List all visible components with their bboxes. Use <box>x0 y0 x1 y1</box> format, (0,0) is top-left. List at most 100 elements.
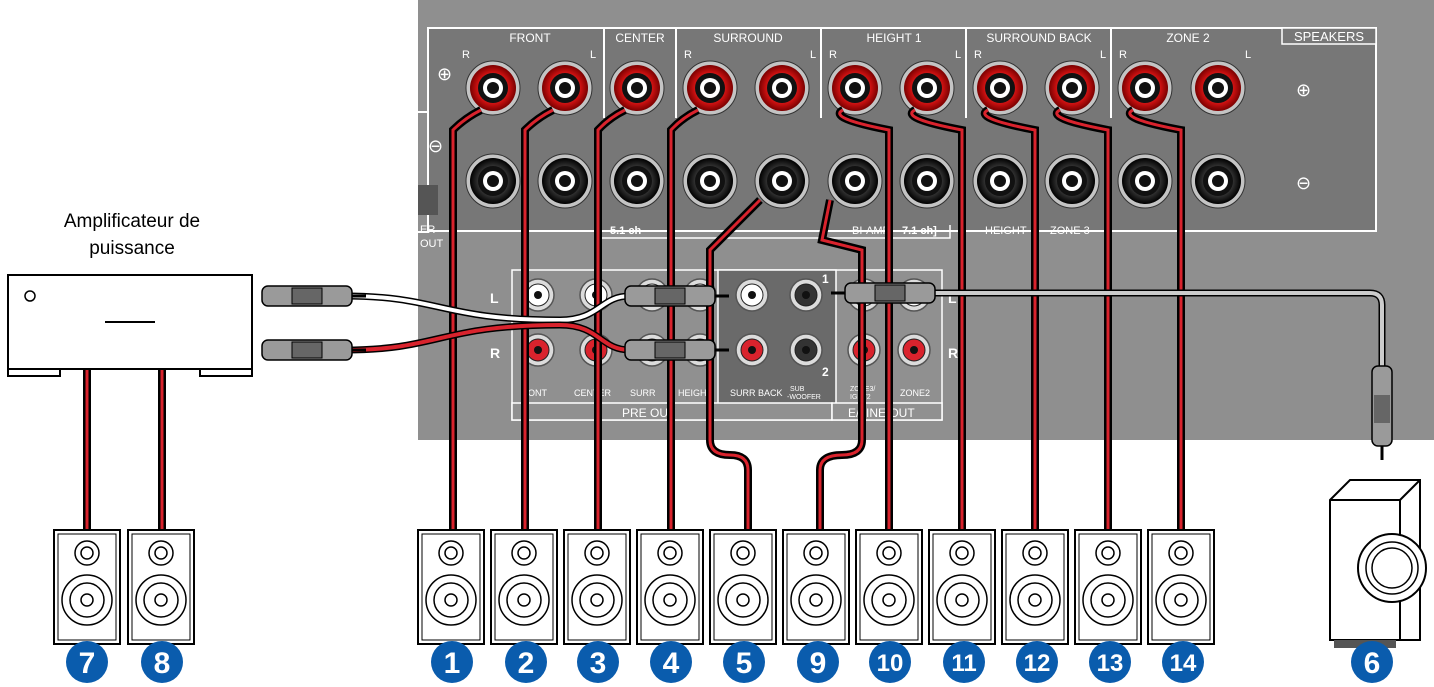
amplifier-label-1: Amplificateur de <box>64 211 200 232</box>
cable-surround-back-r <box>706 197 763 530</box>
speaker-7 <box>782 529 850 645</box>
badge-9: 9 <box>797 641 839 683</box>
rca-jack-4-1[interactable] <box>735 333 769 367</box>
label-front-l: L <box>590 49 596 61</box>
terminal-plus-9[interactable] <box>1117 60 1173 116</box>
rca-cables <box>344 289 1386 368</box>
rca-plug-subwoofer <box>1371 365 1393 460</box>
badge-label-8: 8 <box>154 647 171 680</box>
terminal-minus-2[interactable] <box>609 153 665 209</box>
rca-jack-5-1[interactable] <box>789 333 823 367</box>
amplifier-label-2: puissance <box>89 238 175 259</box>
speaker-5 <box>636 529 704 645</box>
terminal-plus-3[interactable] <box>682 60 738 116</box>
plus-icon-right: ⊕ <box>1296 80 1311 100</box>
badge-label-1: 1 <box>444 647 461 680</box>
speaker-12 <box>1147 529 1215 645</box>
cable-4 <box>835 106 893 530</box>
badge-11: 11 <box>943 641 985 683</box>
group-front: FRONT <box>509 31 551 45</box>
terminal-minus-9[interactable] <box>1117 153 1173 209</box>
badge-7: 7 <box>66 641 108 683</box>
badge-label-4: 4 <box>663 647 680 680</box>
terminal-minus-0[interactable] <box>465 153 521 209</box>
label-51ch: 5.1 ch <box>610 225 641 237</box>
terminal-plus-8[interactable] <box>1044 60 1100 116</box>
badge-2: 2 <box>505 641 547 683</box>
rca-plug-in-r <box>624 339 729 361</box>
speaker-3 <box>490 529 558 645</box>
rca-jack-0-0[interactable] <box>521 278 555 312</box>
badge-label-10: 10 <box>877 650 904 677</box>
rca-plug-in-l <box>624 285 729 307</box>
terminal-plus-5[interactable] <box>827 60 883 116</box>
minus-icon: ⊖ <box>428 136 443 156</box>
badge-10: 10 <box>869 641 911 683</box>
badge-label-14: 14 <box>1170 650 1197 677</box>
side-label-er: ER <box>420 224 435 236</box>
rca-jack-7-1[interactable] <box>897 333 931 367</box>
terminal-minus-6[interactable] <box>899 153 955 209</box>
terminal-minus-5[interactable] <box>827 153 883 209</box>
terminal-plus-6[interactable] <box>899 60 955 116</box>
speaker-1 <box>127 529 195 645</box>
rca-row-l: L <box>490 290 499 306</box>
side-label-out: OUT <box>420 238 444 250</box>
terminal-plus-10[interactable] <box>1190 60 1246 116</box>
terminal-plus-1[interactable] <box>537 60 593 116</box>
label-zone2-l: L <box>1245 49 1251 61</box>
terminal-minus-4[interactable] <box>754 153 810 209</box>
rca-jack-0-1[interactable] <box>521 333 555 367</box>
label-surrback-l: L <box>1100 49 1106 61</box>
rca-group-pre: PRE OUT <box>622 406 676 420</box>
terminal-plus-4[interactable] <box>754 60 810 116</box>
badge-14: 14 <box>1162 641 1204 683</box>
group-surround: SURROUND <box>713 31 783 45</box>
rca-label-front: ONT <box>528 388 548 398</box>
rca-jack-5-0[interactable] <box>789 278 823 312</box>
speaker-4 <box>563 529 631 645</box>
rca-jack-4-0[interactable] <box>735 278 769 312</box>
rca-plug-sub <box>831 282 936 304</box>
terminal-plus-7[interactable] <box>972 60 1028 116</box>
label-zone3: ZONE 3 <box>1050 225 1090 237</box>
terminal-plus-0[interactable] <box>465 60 521 116</box>
terminal-minus-1[interactable] <box>537 153 593 209</box>
badge-5: 5 <box>723 641 765 683</box>
speaker-11 <box>1074 529 1142 645</box>
speaker-0 <box>53 529 121 645</box>
speaker-cables <box>83 106 1185 530</box>
label-height1-r: R <box>829 49 837 61</box>
cable-2 <box>594 106 627 530</box>
badge-4: 4 <box>650 641 692 683</box>
badge-label-13: 13 <box>1097 650 1124 677</box>
terminal-minus-3[interactable] <box>682 153 738 209</box>
cable-3 <box>667 106 700 530</box>
rca-label-surr: SURR <box>630 388 656 398</box>
rca-plugs <box>261 282 1393 460</box>
badge-label-2: 2 <box>518 647 535 680</box>
label-height: HEIGHT <box>985 225 1027 237</box>
terminal-minus-7[interactable] <box>972 153 1028 209</box>
cable-0 <box>449 106 483 530</box>
label-surround-r: R <box>684 49 692 61</box>
terminal-minus-8[interactable] <box>1044 153 1100 209</box>
group-center: CENTER <box>615 31 665 45</box>
rca-label-sub: SUB <box>790 386 805 393</box>
badge-label-12: 12 <box>1024 650 1051 677</box>
terminal-minus-10[interactable] <box>1190 153 1246 209</box>
label-71ch: 7.1 ch] <box>902 225 937 237</box>
group-zone2: ZONE 2 <box>1166 31 1210 45</box>
rca-row-r-right: R <box>948 345 958 361</box>
group-dividers <box>603 28 1112 118</box>
label-zone2-r: R <box>1119 49 1127 61</box>
terminal-plus-2[interactable] <box>609 60 665 116</box>
badge-label-3: 3 <box>590 647 607 680</box>
badge-6: 6 <box>1351 641 1393 683</box>
badge-label-5: 5 <box>736 647 753 680</box>
rca-label-height: HEIGH <box>678 388 707 398</box>
badge-8: 8 <box>141 641 183 683</box>
badge-label-7: 7 <box>79 647 96 680</box>
group-surround-back: SURROUND BACK <box>986 31 1091 45</box>
